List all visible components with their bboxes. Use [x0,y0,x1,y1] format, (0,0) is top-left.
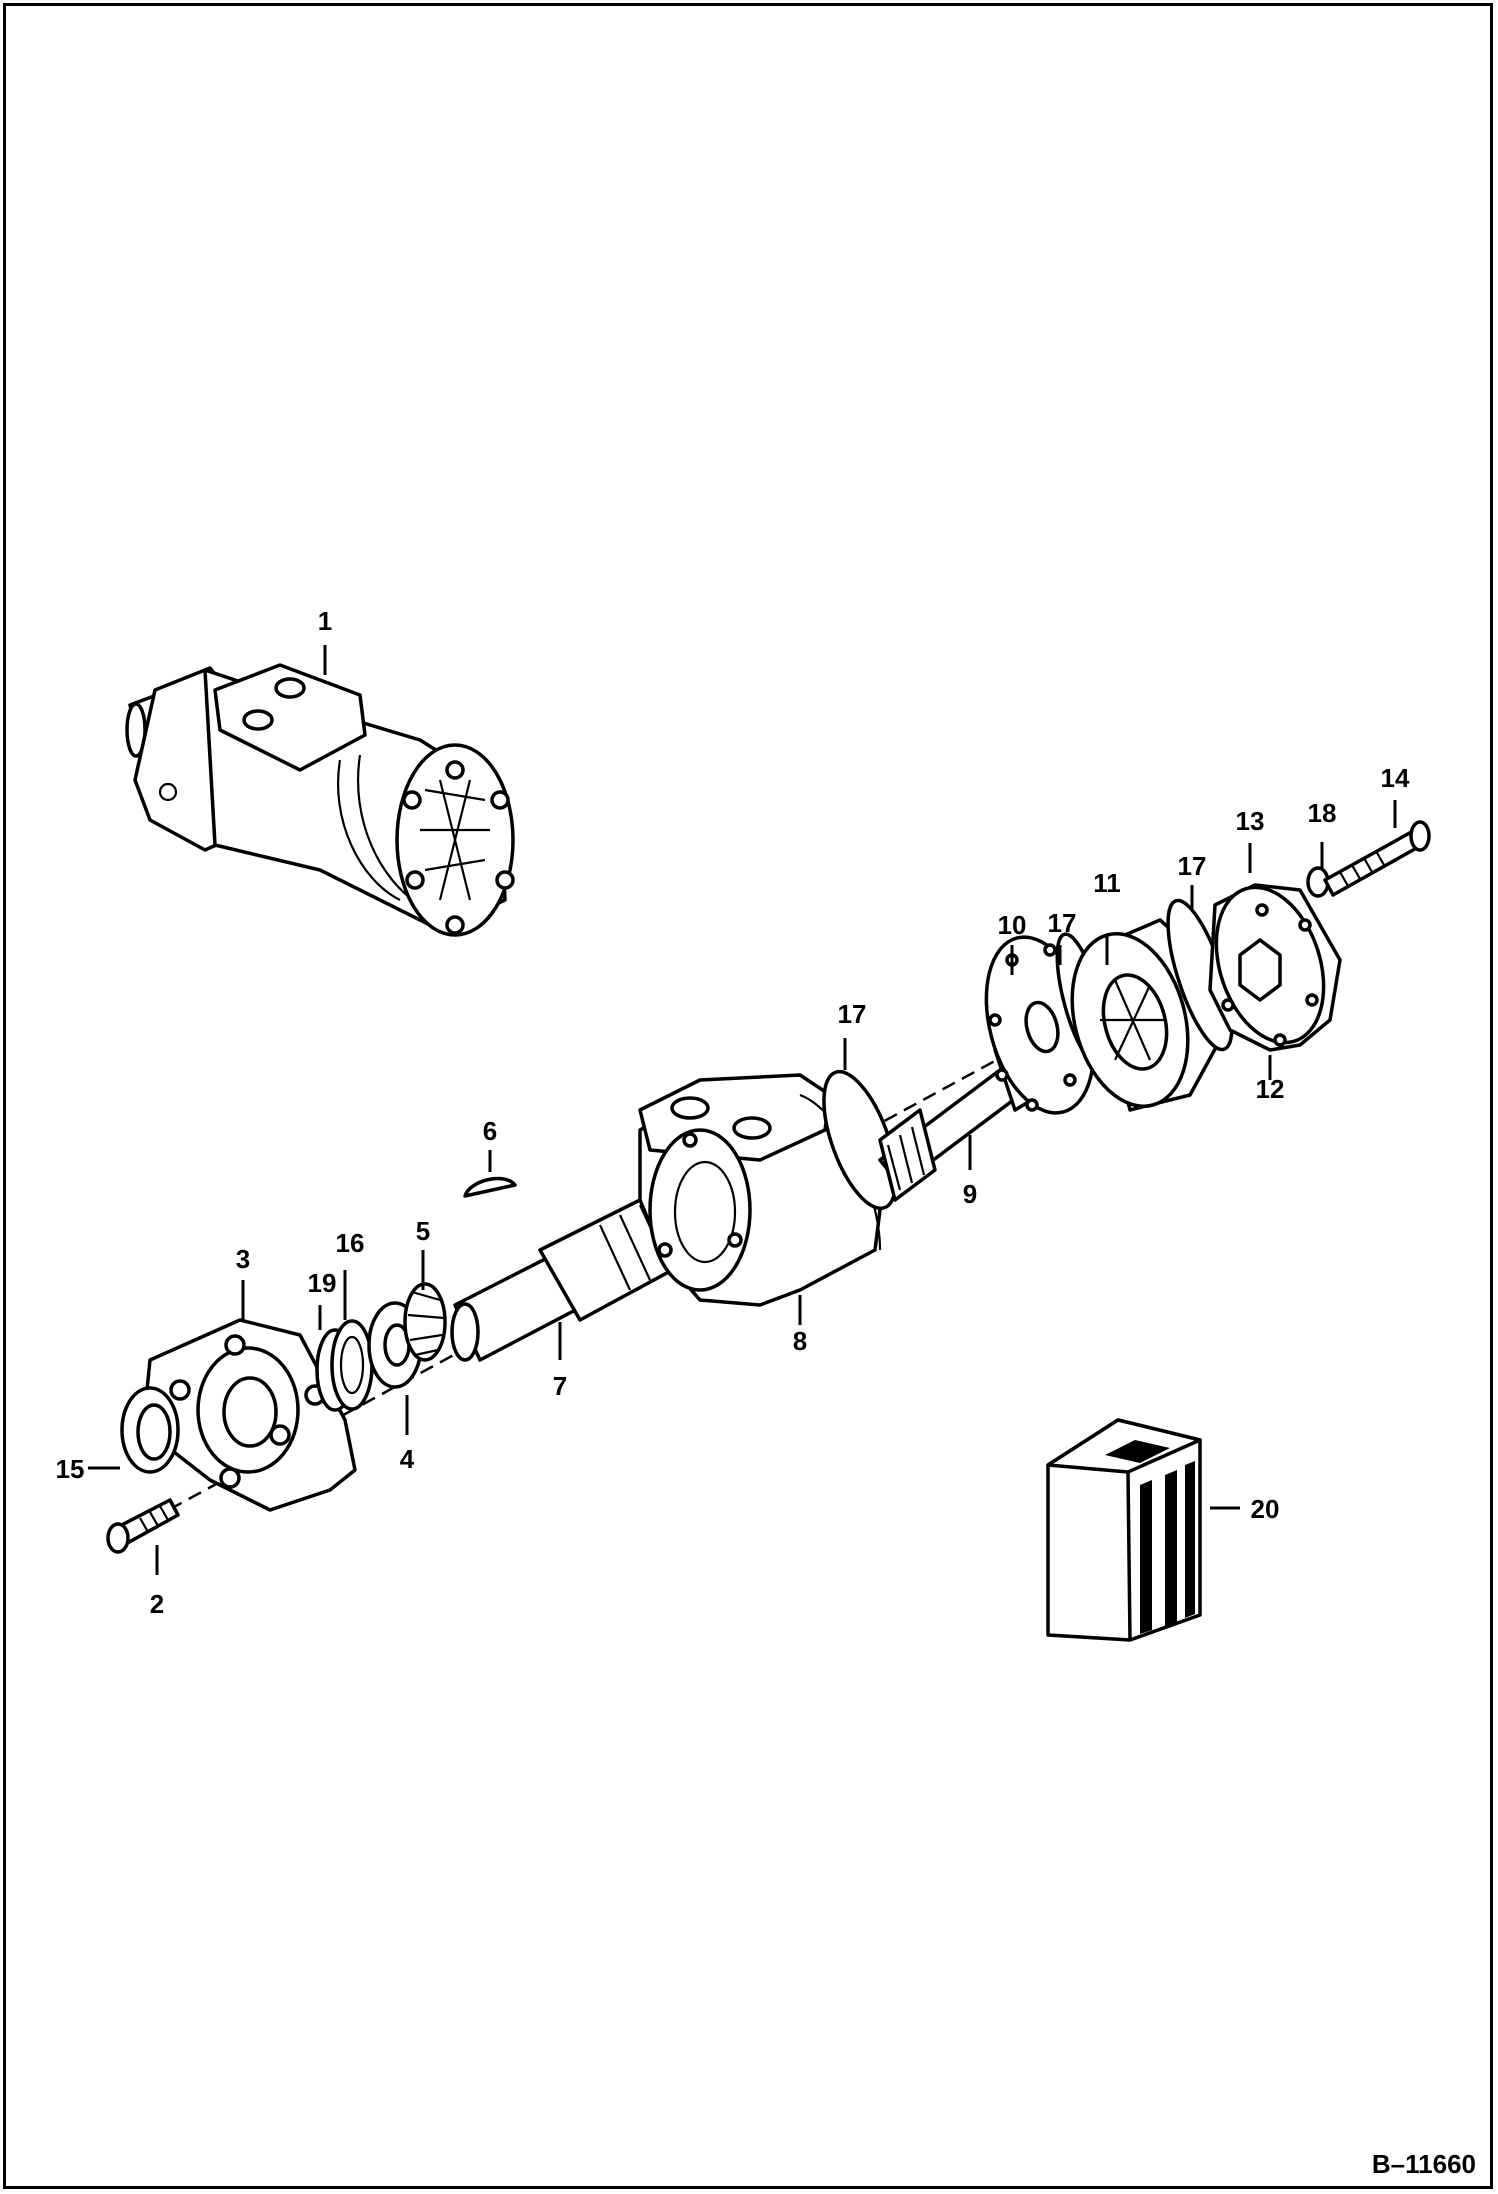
callout-4: 4 [400,1444,415,1474]
drawing-part-number: B–11660 [1371,2149,1476,2179]
front-flange [143,1318,357,1512]
shaft-seal [120,1386,180,1474]
callout-1: 1 [318,606,332,636]
callout-11: 11 [1093,868,1121,898]
woodruff-key [463,1176,517,1198]
end-cap [1208,883,1342,1052]
motor-housing [638,1069,898,1307]
bearing-assembly [367,1282,447,1389]
callout-6: 6 [483,1116,497,1146]
callout-18: 18 [1308,798,1337,828]
leader-lines [88,645,1397,1575]
assembled-motor [125,663,515,937]
callout-19: 19 [308,1268,337,1298]
callout-13: 13 [1236,806,1265,836]
callout-9: 9 [963,1179,977,1209]
callout-labels: 1 2 3 4 5 6 7 8 9 10 11 12 13 14 15 16 1… [56,606,1410,1619]
callout-17-housing: 17 [838,999,867,1029]
callout-3: 3 [236,1244,250,1274]
callout-7: 7 [553,1371,567,1401]
seal-kit-box [1046,1418,1202,1642]
cap-screw [106,1498,180,1554]
callout-20: 20 [1251,1494,1280,1524]
callout-17-gerotor: 17 [1178,851,1207,881]
callout-5: 5 [416,1216,430,1246]
callout-8: 8 [793,1326,807,1356]
callout-14: 14 [1381,763,1410,793]
callout-17-plate: 17 [1048,908,1077,938]
callout-15: 15 [56,1454,85,1484]
callout-12: 12 [1256,1074,1285,1104]
callout-2: 2 [150,1589,164,1619]
callout-10: 10 [998,910,1027,940]
callout-16: 16 [336,1228,365,1258]
bolt [1323,820,1431,897]
seal-rings [315,1319,374,1412]
